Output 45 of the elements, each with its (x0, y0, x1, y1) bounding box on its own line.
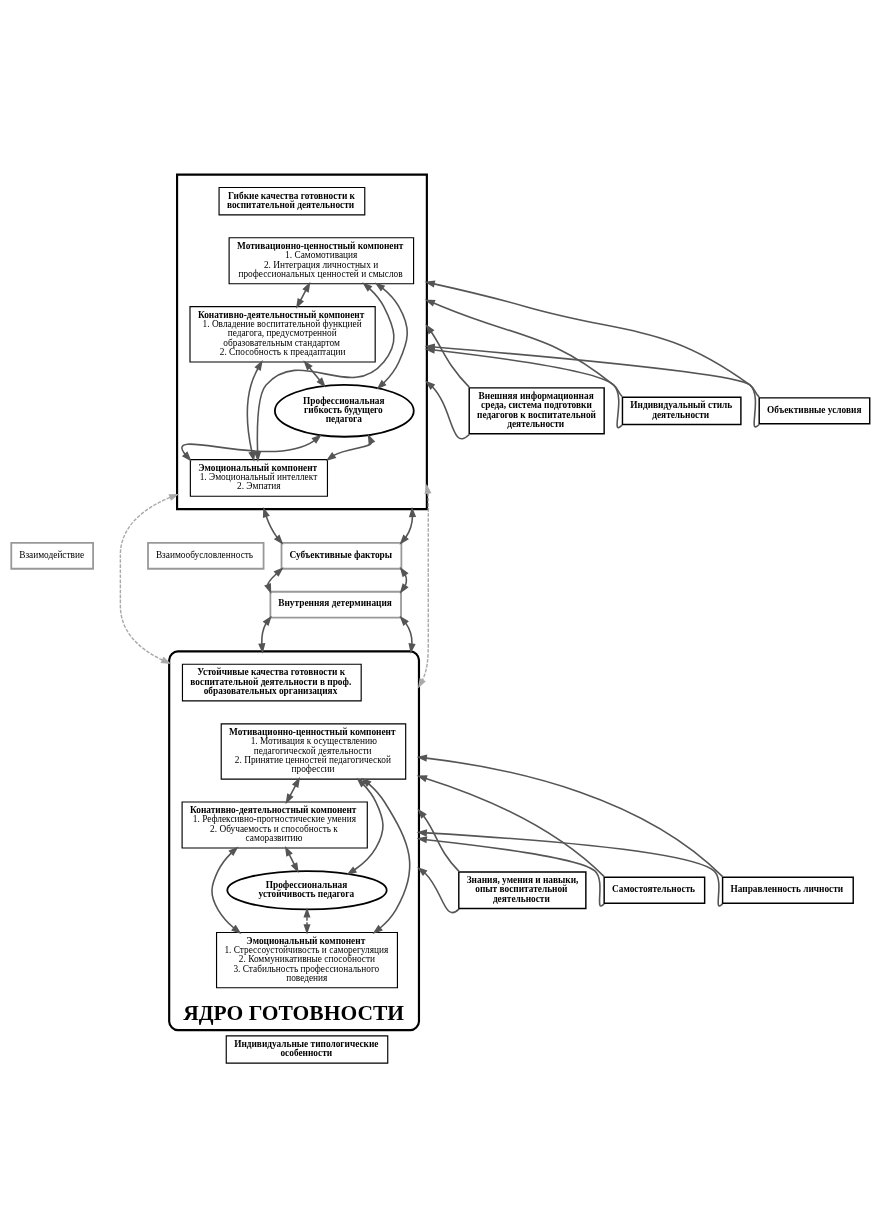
node-box: Конативно-деятельностный компонент 1. Рефлексивно-прогностические умения 2. Обучаемость и способность к саморазвитию (181, 800, 368, 849)
node-box: Взаимодействие (10, 541, 94, 570)
node-box: Внутренняя детерминация (269, 590, 402, 618)
arrow (181, 433, 322, 461)
arrow (416, 754, 724, 877)
node-box: Мотивационно-ценностный компонент 1. Самомотивация 2. Интеграция личностных и профессиональных ценностей и смыслов (228, 236, 415, 284)
node-box: Эмоциональный компонент 1. Стрессоустойчивость и саморегуляция 2. Коммуникативные способности 3. Стабильность профессионального поведения (215, 931, 398, 988)
node-box: Знания, умения и навыки, опыт воспитательной деятельности (458, 870, 587, 909)
node-box: Конативно-деятельностный компонент 1. Овладение воспитательной функцией педагога, предусмотренной образовательным стандартом 2. Способность к преадаптации (189, 305, 376, 363)
node-box: Объективные условия (758, 396, 871, 424)
node-box: Мотивационно-ценностный компонент 1. Мотивация к осуществлению педагогической деятельности 2. Принятие ценностей педагогической профессии (220, 722, 407, 780)
arrow (303, 907, 311, 934)
arrow (325, 433, 376, 461)
arrow (425, 379, 470, 440)
node-box: Эмоциональный компонент 1. Эмоциональный интеллект 2. Эмпатия (189, 458, 329, 497)
node-ellipse: Профессиональная гибкость будущего педагога (273, 383, 415, 438)
arrow (211, 845, 242, 934)
arrow (417, 808, 460, 872)
arrow (374, 281, 409, 390)
node-ellipse: Профессиональная устойчивость педагога (226, 869, 388, 910)
arrow (361, 777, 411, 934)
arrow (417, 483, 432, 688)
arrow (346, 777, 384, 875)
node-box: Индивидуальный стиль деятельности (621, 395, 742, 425)
node-box: Направленность личности (721, 876, 854, 904)
arrow (119, 493, 180, 664)
arrow (399, 615, 416, 654)
node-box: Самостоятельность (603, 876, 706, 904)
node-box: Индивидуальные типологические особенности (225, 1034, 389, 1064)
node-box: Гибкие качества готовности к воспитательной деятельности (218, 186, 366, 215)
cluster (176, 173, 428, 510)
arrow (262, 506, 284, 545)
node-box: Устойчивые качества готовности к воспитательной деятельности в проф. образовательных организациях (181, 663, 362, 701)
arrow (399, 506, 417, 545)
arrow (258, 615, 272, 654)
arrow (253, 281, 395, 462)
node-box: Субъективные факторы (280, 541, 403, 570)
node-box: Взаимообусловленность (147, 541, 265, 570)
arrow (285, 776, 301, 804)
node-box: Внешняя информационная среда, система подготовки педагогов к воспитательной деятельности (468, 386, 605, 434)
arrow (416, 774, 605, 877)
arrow (303, 359, 326, 388)
arrow (246, 359, 263, 462)
arrow (295, 281, 311, 309)
arrow (284, 845, 299, 873)
